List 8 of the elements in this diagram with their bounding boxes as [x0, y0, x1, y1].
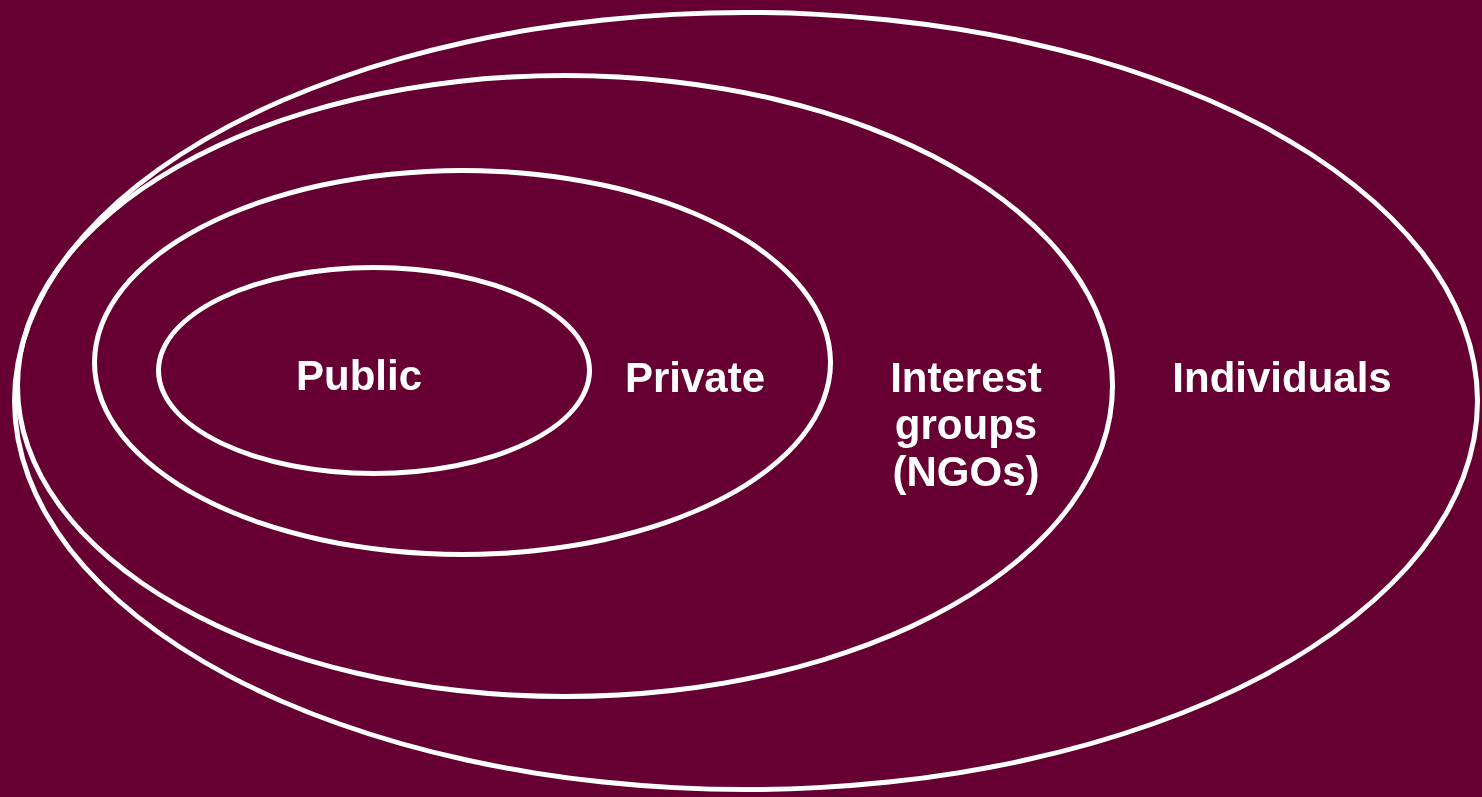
ellipse	[92, 168, 833, 557]
ellipse-label: Interest groups (NGOs)	[889, 354, 1043, 496]
ellipse	[15, 73, 1115, 699]
ellipse	[156, 265, 592, 476]
ellipse	[12, 10, 1480, 792]
ellipse-label: Private	[623, 354, 767, 402]
ellipse-label: Public	[295, 352, 423, 400]
ellipse-label: Individuals	[1171, 354, 1393, 402]
